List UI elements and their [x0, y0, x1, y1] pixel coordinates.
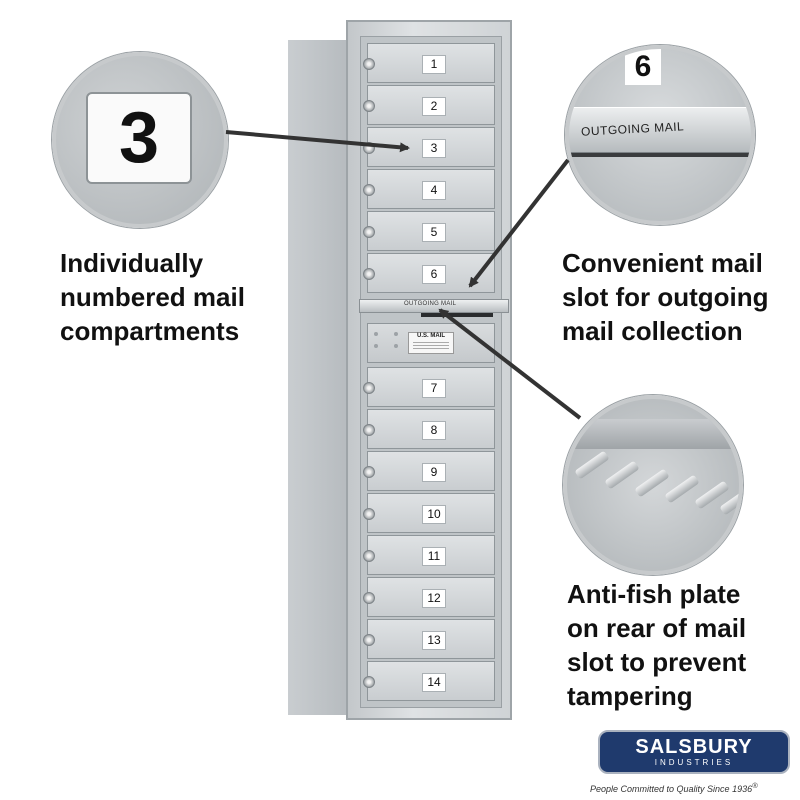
callout-line: Individually	[60, 248, 204, 278]
callout-line: tampering	[567, 681, 693, 711]
usmail-label: U.S. MAIL	[408, 332, 454, 354]
tagline-text: People Committed to Quality Since 1936	[590, 784, 753, 794]
lock-icon	[363, 268, 375, 280]
door-number: 9	[422, 463, 446, 482]
slot-callout-text: Convenient mail slot for outgoing mail c…	[562, 246, 769, 348]
lock-icon	[363, 466, 375, 478]
mail-door-10[interactable]: 10	[363, 493, 495, 533]
mail-slot-detail: 6 OUTGOING MAIL	[565, 45, 755, 225]
mail-door-4[interactable]: 4	[363, 169, 495, 209]
rivet	[374, 344, 378, 348]
lock-icon	[363, 508, 375, 520]
lock-icon	[363, 100, 375, 112]
number-plate: 6	[625, 49, 661, 85]
lock-icon	[363, 382, 375, 394]
antifish-plate-detail	[563, 395, 743, 575]
lock-icon	[363, 676, 375, 688]
lock-icon	[363, 550, 375, 562]
mail-door-9[interactable]: 9	[363, 451, 495, 491]
registered-mark: ®	[752, 781, 758, 790]
slot-label: OUTGOING MAIL	[404, 301, 457, 307]
door-number: 12	[422, 589, 446, 608]
door-number: 13	[422, 631, 446, 650]
lock-icon	[363, 226, 375, 238]
number-plate: 3	[86, 92, 192, 184]
callout-line: Anti-fish plate	[567, 579, 741, 609]
mail-door-2[interactable]: 2	[363, 85, 495, 125]
door-number: 7	[422, 379, 446, 398]
usmail-access-panel: U.S. MAIL	[367, 323, 495, 363]
door-number: 6	[422, 265, 446, 284]
door-number: 3	[422, 139, 446, 158]
callout-line: mail collection	[562, 316, 743, 346]
rivet	[394, 332, 398, 336]
mail-door-8[interactable]: 8	[363, 409, 495, 449]
lock-icon	[363, 58, 375, 70]
mail-door-5[interactable]: 5	[363, 211, 495, 251]
mail-door-6[interactable]: 6	[363, 253, 495, 293]
numbered-callout-text: Individually numbered mail compartments	[60, 246, 245, 348]
mailbox-unit: 1 2 3 4 5 6 OUTGOING MAIL	[346, 20, 512, 720]
door-number: 11	[422, 547, 446, 566]
door-number: 8	[422, 421, 446, 440]
door-number: 2	[422, 97, 446, 116]
lock-icon	[363, 424, 375, 436]
outgoing-mail-slot[interactable]: OUTGOING MAIL	[359, 299, 509, 313]
door-number: 4	[422, 181, 446, 200]
arrow-to-antifish	[438, 308, 582, 420]
slot-opening	[421, 313, 493, 317]
mail-door-12[interactable]: 12	[363, 577, 495, 617]
slot-underside	[567, 419, 739, 449]
brand-tagline: People Committed to Quality Since 1936®	[590, 781, 758, 794]
callout-line: slot to prevent	[567, 647, 747, 677]
usmail-label-text: U.S. MAIL	[417, 333, 445, 339]
callout-line: compartments	[60, 316, 240, 346]
numbered-plate-detail: 3	[52, 52, 228, 228]
lock-icon	[363, 184, 375, 196]
mail-door-14[interactable]: 14	[363, 661, 495, 701]
mail-door-1[interactable]: 1	[363, 43, 495, 83]
mail-door-7[interactable]: 7	[363, 367, 495, 407]
mail-door-11[interactable]: 11	[363, 535, 495, 575]
rivet	[394, 344, 398, 348]
slot-plate: OUTGOING MAIL	[569, 107, 751, 153]
callout-line: numbered mail	[60, 282, 245, 312]
callout-line: slot for outgoing	[562, 282, 769, 312]
rivet	[374, 332, 378, 336]
mail-door-13[interactable]: 13	[363, 619, 495, 659]
callout-line: on rear of mail	[567, 613, 747, 643]
lock-icon	[363, 592, 375, 604]
lock-icon	[363, 634, 375, 646]
door-number: 5	[422, 223, 446, 242]
salsbury-logo: SALSBURY INDUSTRIES	[598, 730, 790, 774]
logo-name: SALSBURY	[635, 736, 753, 758]
door-number: 1	[422, 55, 446, 74]
door-number: 14	[422, 673, 446, 692]
door-number: 10	[422, 505, 446, 524]
arrow-to-mail-slot	[468, 158, 570, 288]
mailbox-door-frame: 1 2 3 4 5 6 OUTGOING MAIL	[359, 36, 509, 708]
callout-line: Convenient mail	[562, 248, 763, 278]
slot-opening	[569, 153, 751, 157]
logo-sub: INDUSTRIES	[654, 758, 734, 767]
arrow-to-door-3	[225, 130, 410, 153]
antifish-callout-text: Anti-fish plate on rear of mail slot to …	[567, 577, 746, 713]
